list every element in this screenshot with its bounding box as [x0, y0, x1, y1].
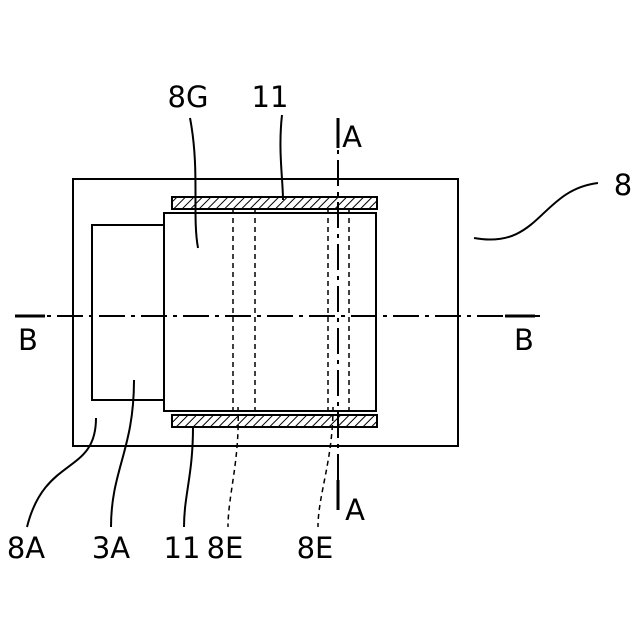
block-3a: [92, 225, 164, 400]
leader-11-top: [280, 115, 283, 200]
label-b-left: B: [18, 323, 38, 357]
leader-3a: [111, 380, 134, 527]
leader-8g: [190, 118, 198, 248]
label-8g: 8G: [168, 80, 209, 114]
leader-8a: [27, 418, 96, 527]
hatched-member-11-top: [172, 197, 377, 209]
label-8: 8: [614, 168, 632, 202]
label-8e-left: 8E: [207, 531, 244, 565]
label-3a: 3A: [92, 531, 130, 565]
label-8e-right: 8E: [297, 531, 334, 565]
body-8g: [164, 213, 376, 411]
label-b-right: B: [514, 323, 534, 357]
label-a-bottom: A: [345, 493, 365, 527]
label-11-top: 11: [252, 80, 289, 114]
label-a-top: A: [342, 120, 362, 154]
label-8a: 8A: [7, 531, 45, 565]
hatched-member-11-bottom: [172, 415, 377, 427]
label-11-bottom: 11: [164, 531, 201, 565]
outer-frame-8: [73, 179, 458, 446]
leader-11-bottom: [184, 427, 193, 527]
leader-8: [474, 183, 598, 240]
